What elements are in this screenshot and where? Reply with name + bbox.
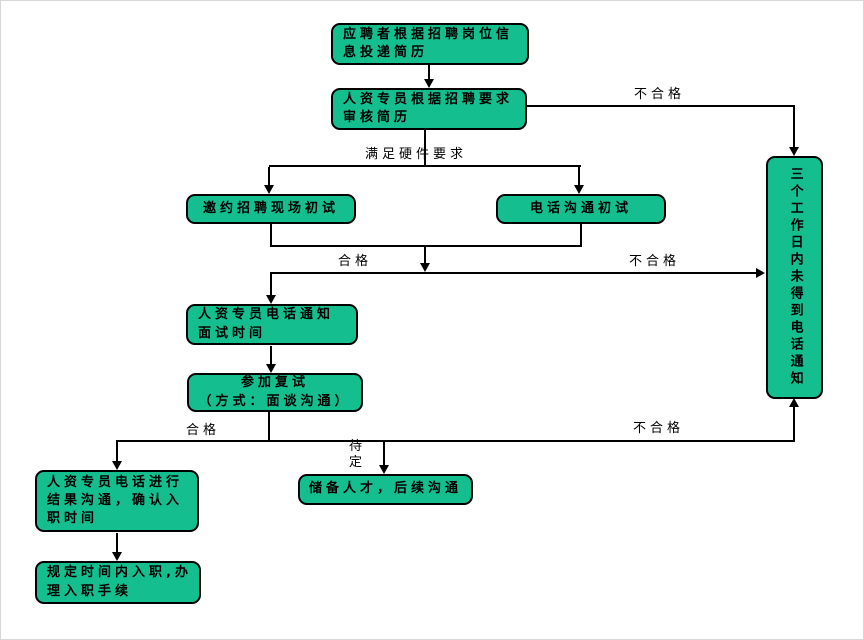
edge-merge-line xyxy=(270,245,582,247)
arrowhead-into-result xyxy=(112,461,122,470)
node-second-interview: 参加复试 （方式：面谈沟通） xyxy=(187,373,363,412)
arrowhead-into-notice-left xyxy=(756,268,765,278)
edge-decision1-to-notify xyxy=(270,274,272,296)
label-unqualified-top: 不合格 xyxy=(634,87,686,102)
edge-apply-to-review xyxy=(428,65,430,80)
edge-decision2-to-notice-up xyxy=(793,407,795,442)
label-unqualified-bottom: 不合格 xyxy=(633,421,685,436)
arrowhead-into-retest xyxy=(266,364,276,373)
node-notify-interview-time: 人资专员电话通知 面试时间 xyxy=(186,304,358,345)
edge-review-fail-line xyxy=(527,105,795,107)
edge-review-down xyxy=(424,130,426,167)
edge-split-line xyxy=(269,165,581,167)
node-no-phone-notice: 三个工作日内未得到电话通知 xyxy=(766,156,823,399)
node-review-resume: 人资专员根据招聘要求 审核简历 xyxy=(331,88,527,130)
arrowhead-into-notice-bottom xyxy=(789,398,799,407)
node-phone-first-interview: 电话沟通初试 xyxy=(496,194,666,224)
label-qualified-1: 合格 xyxy=(338,254,373,269)
arrowhead-into-decision1 xyxy=(420,263,430,272)
node-submit-resume: 应聘者根据招聘岗位信 息投递简历 xyxy=(331,23,529,65)
arrowhead-into-onboard xyxy=(112,552,122,561)
edge-decision1-line xyxy=(270,272,758,274)
node-result-communication: 人资专员电话进行 结果沟通，确认入 职时间 xyxy=(35,470,199,532)
edge-merge-drop xyxy=(424,247,426,264)
edge-decision2-line xyxy=(116,440,795,442)
edge-result-to-onboard xyxy=(116,533,118,553)
label-unqualified-mid: 不合格 xyxy=(629,254,681,269)
edge-split-to-onsite xyxy=(268,167,270,186)
edge-split-to-phone xyxy=(578,167,580,186)
edge-decision2-to-result xyxy=(116,442,118,462)
edge-retest-down xyxy=(268,412,270,442)
edge-fail-to-notice-down xyxy=(793,107,795,148)
edge-decision2-to-reserve xyxy=(383,442,385,466)
node-talent-reserve: 储备人才，后续沟通 xyxy=(298,474,473,505)
edge-phone-down xyxy=(580,224,582,247)
arrowhead-into-phone xyxy=(574,185,584,194)
label-qualified-2: 合格 xyxy=(186,423,221,438)
label-pending: 待 定 xyxy=(349,439,363,471)
edge-notify-to-retest xyxy=(270,346,272,365)
node-onsite-first-interview: 邀约招聘现场初试 xyxy=(186,194,356,224)
edge-onsite-down xyxy=(270,224,272,247)
arrowhead-into-reserve xyxy=(379,465,389,474)
arrowhead-into-notice-top xyxy=(789,147,799,156)
label-meets-hardware-requirements: 满足硬件要求 xyxy=(365,147,468,162)
arrowhead-into-review xyxy=(424,79,434,88)
node-onboarding: 规定时间内入职,办 理入职手续 xyxy=(35,561,201,604)
arrowhead-into-notify xyxy=(266,295,276,304)
arrowhead-into-onsite xyxy=(264,185,274,194)
